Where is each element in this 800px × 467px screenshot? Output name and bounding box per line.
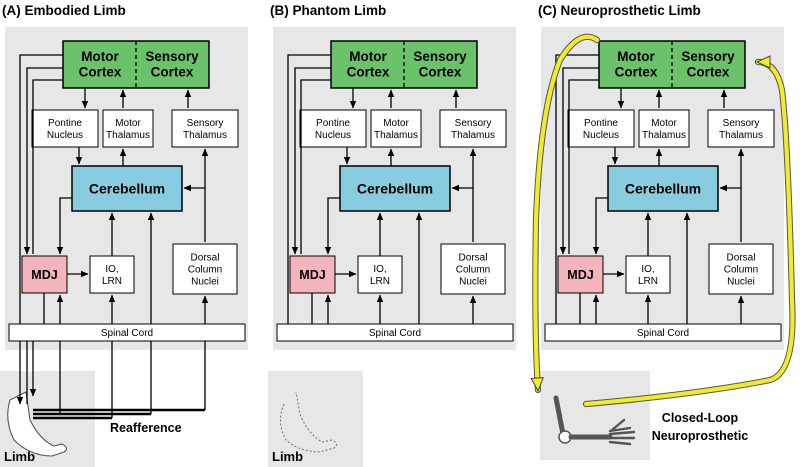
tract-cortex-spinal-outer — [287, 54, 331, 324]
limb-b-label: Limb — [272, 449, 303, 464]
pontine-nucleus-box — [31, 109, 99, 148]
limb-a-label: Limb — [4, 449, 35, 464]
io-lrn-label: IO,LRN — [102, 264, 122, 287]
prosthetic-upper-arm — [553, 395, 566, 437]
io-lrn-box — [89, 255, 135, 294]
panel-a-limb-group: Limb Reafference — [0, 341, 206, 467]
dorsal-column-nuclei-box — [172, 243, 238, 295]
motor-thalamus-box — [102, 109, 154, 148]
mdj-label: MDJ — [299, 268, 325, 282]
arrow-cerebellum-mdj — [56, 197, 72, 255]
motor-thalamus-box — [638, 109, 690, 148]
reafference-bundle — [33, 408, 205, 420]
pontine-nucleus-box — [299, 109, 367, 148]
spinal-cord-label: Spinal Cord — [369, 328, 421, 339]
panel-b-limb-group: Limb — [268, 371, 363, 467]
cerebellum-label: Cerebellum — [89, 180, 165, 196]
spinal-cord-box — [544, 323, 782, 342]
prosthetic-background — [540, 371, 650, 460]
cerebellum-label: Cerebellum — [357, 180, 433, 196]
tract-cortex-mdj-inner — [300, 79, 331, 254]
cerebellum-box — [71, 165, 183, 212]
arrow-cerebellum-mdj — [324, 197, 340, 255]
tract-cortex-mdj-inner — [32, 79, 63, 254]
arrow-cortex-mdj — [23, 67, 63, 255]
phantom-arm-sketch — [279, 391, 338, 453]
io-lrn-label: IO,LRN — [638, 264, 658, 287]
spinal-cord-label: Spinal Cord — [101, 328, 153, 339]
reafference-label: Reafference — [110, 421, 182, 435]
spinal-cord-box — [8, 323, 246, 342]
dorsal-column-nuclei-box — [708, 243, 774, 295]
sensory-thalamus-box — [439, 109, 507, 148]
dorsal-column-nuclei-box — [440, 243, 506, 295]
io-lrn-box — [625, 255, 671, 294]
arrow-cortex-mdj — [291, 67, 331, 255]
spinal-cord-box — [276, 323, 514, 342]
loop-arrow-down — [530, 34, 600, 393]
pontine-nucleus-box — [567, 109, 635, 148]
loop-arrow-up — [583, 55, 795, 407]
mdj-box — [289, 255, 336, 294]
cerebellum-box — [607, 165, 719, 212]
panel-title: (C) Neuroprosthetic Limb — [538, 3, 701, 18]
sensory-thalamus-box — [171, 109, 239, 148]
motor-thalamus-box — [370, 109, 422, 148]
cerebellum-label: Cerebellum — [625, 180, 701, 196]
panel-title: (B) Phantom Limb — [270, 3, 386, 18]
panel-title: (A) Embodied Limb — [2, 3, 126, 18]
arrow-cerebellum-mdj — [592, 197, 608, 255]
cerebellum-box — [339, 165, 451, 212]
mdj-label: MDJ — [31, 268, 57, 282]
spinal-cord-label: Spinal Cord — [637, 328, 689, 339]
arm-sketch — [7, 391, 68, 457]
prosthetic-hand — [608, 418, 636, 446]
tract-cortex-spinal-outer — [19, 54, 63, 324]
mdj-label: MDJ — [567, 268, 593, 282]
sensory-thalamus-box — [707, 109, 775, 148]
tract-cortex-mdj-inner — [568, 79, 599, 254]
tract-cortex-spinal-outer — [555, 54, 599, 324]
io-lrn-label: IO,LRN — [370, 264, 390, 287]
arrow-cortex-mdj — [559, 67, 599, 255]
limb-b-background — [268, 371, 363, 467]
